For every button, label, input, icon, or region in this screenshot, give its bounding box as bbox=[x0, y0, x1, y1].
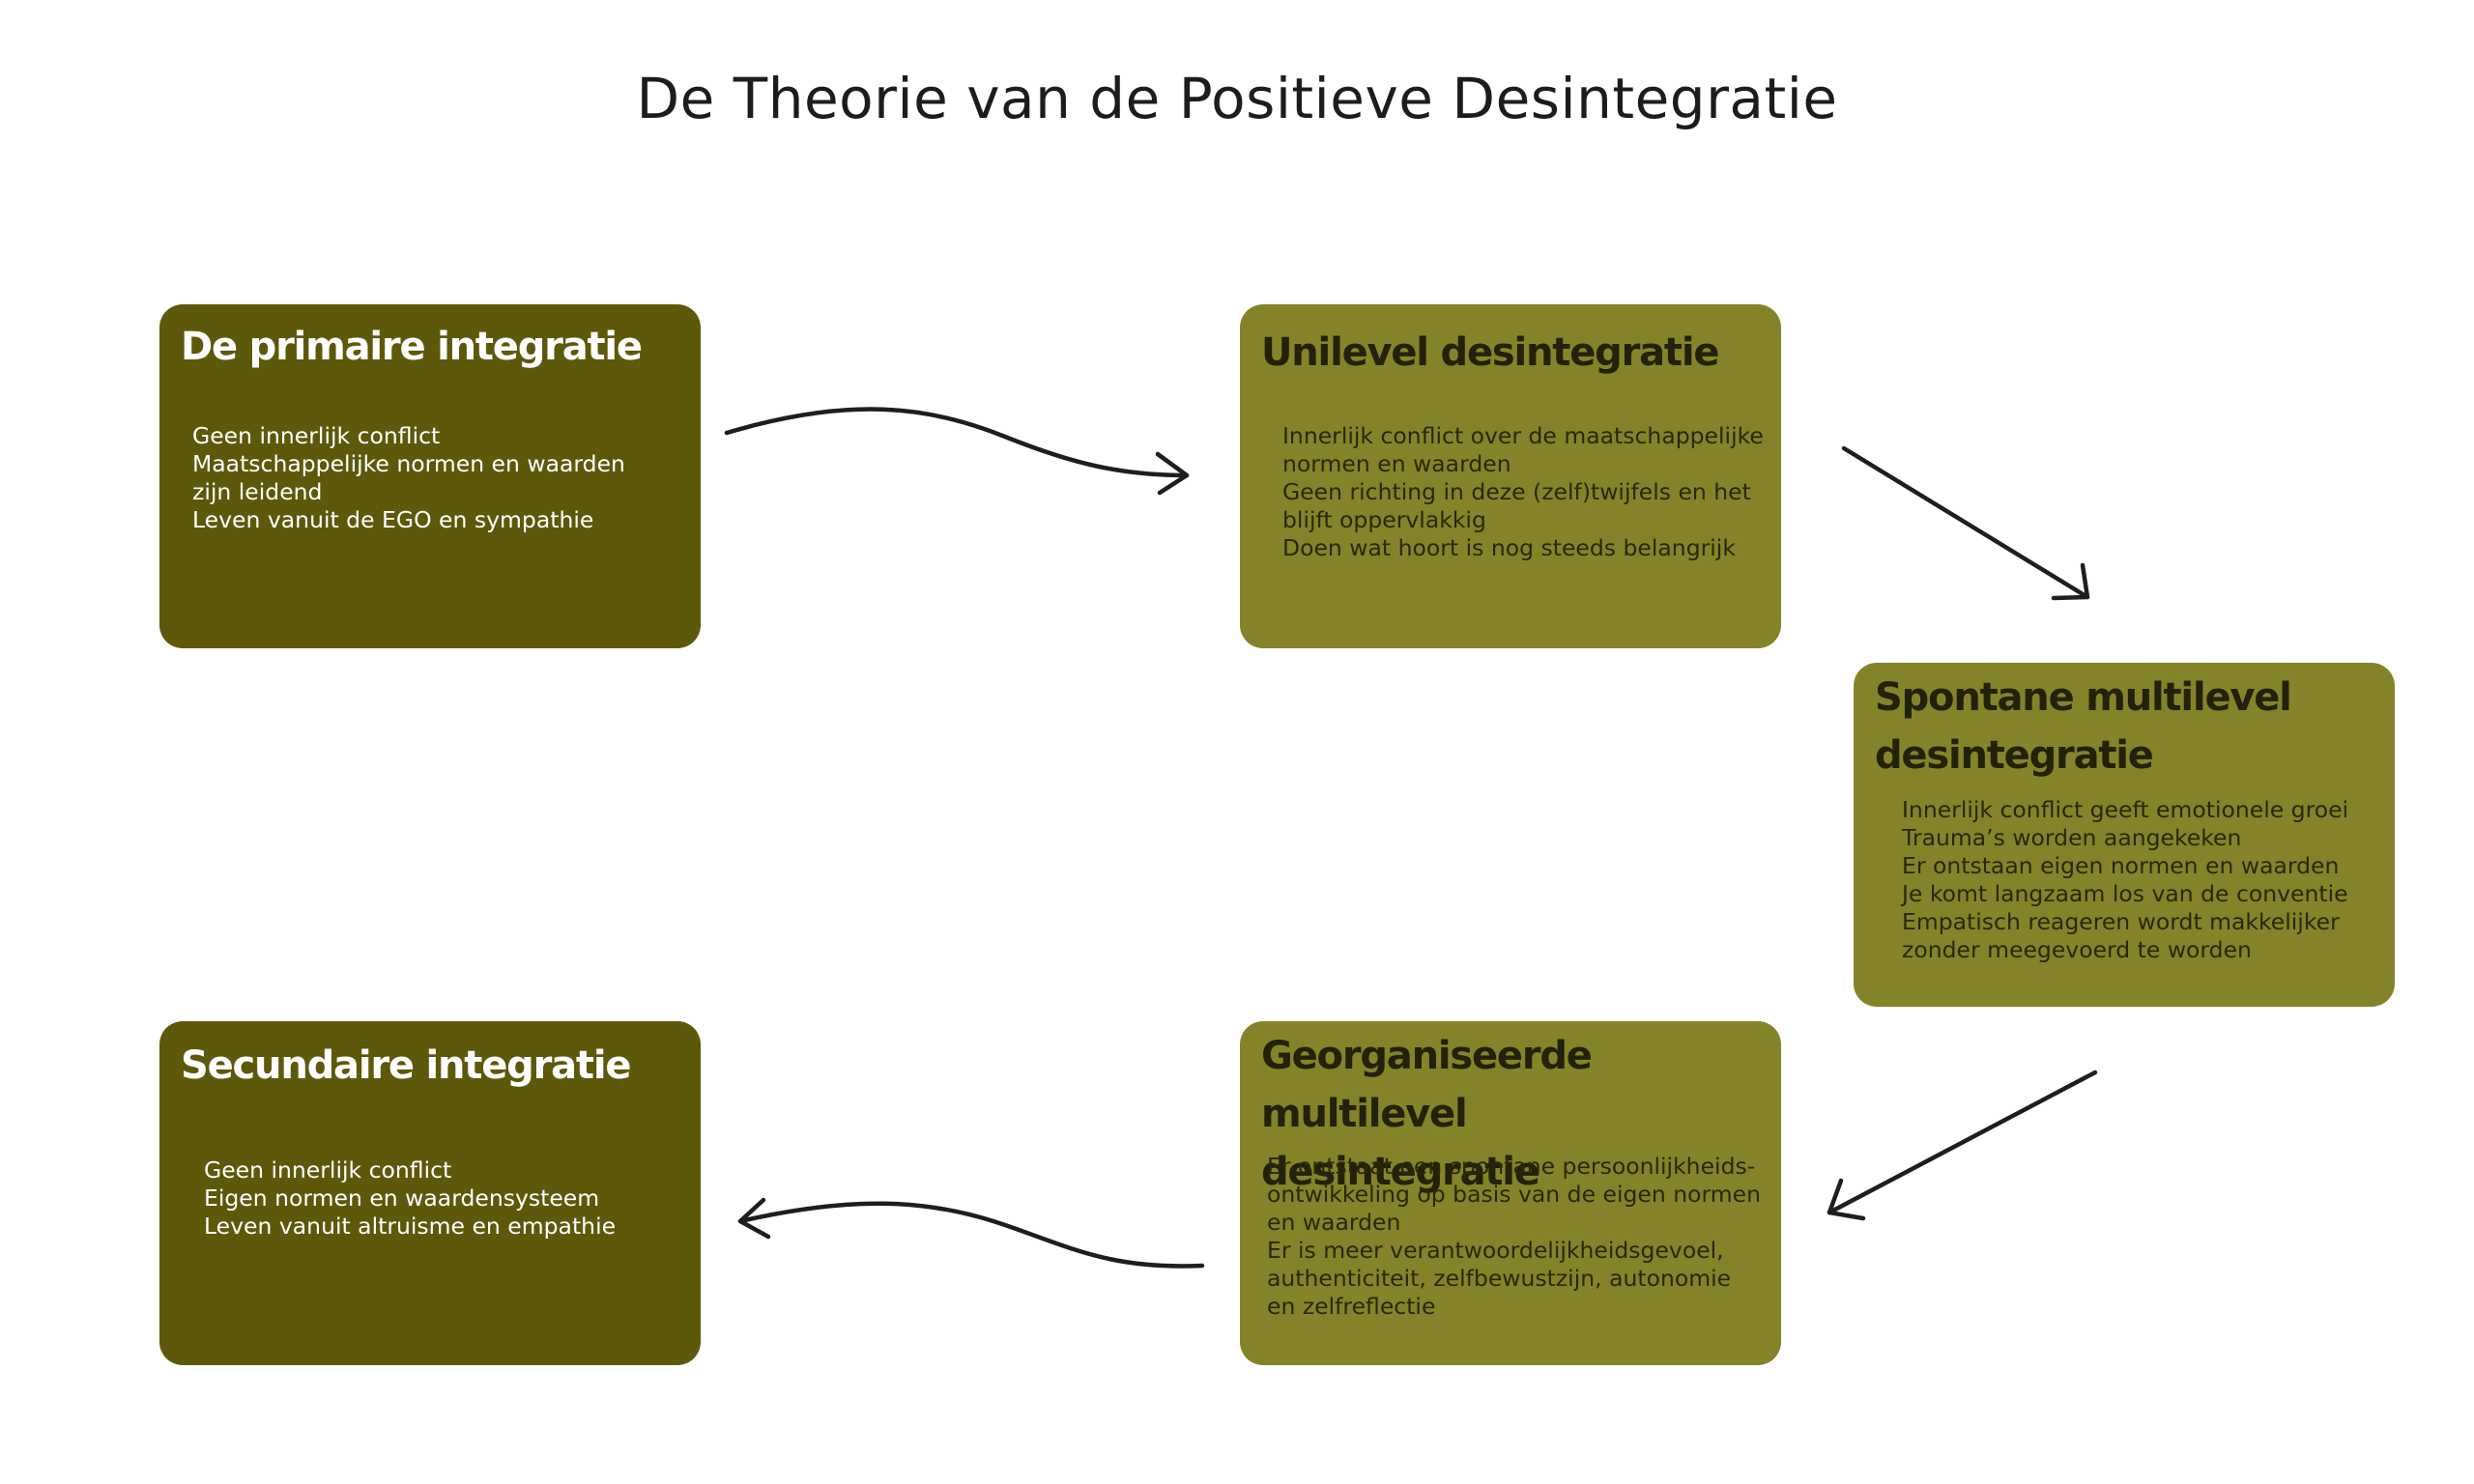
description-line: blijft oppervlakkig bbox=[1282, 506, 1486, 533]
stage-title: Spontane multilevel desintegratie bbox=[1875, 669, 2381, 785]
description-line: Er ontstaat een spontane persoonlijkheid… bbox=[1267, 1153, 1756, 1180]
stage-title: Georganiseerde multilevel desintegratie bbox=[1261, 1027, 1768, 1201]
description-line: Geen richting in deze (zelf)twijfels en … bbox=[1282, 478, 1751, 505]
description-line: en zelfreflectie bbox=[1267, 1293, 1436, 1320]
description-line: Geen innerlijk conflict bbox=[192, 422, 441, 449]
arrow-spontaneous-to-organized-icon bbox=[1827, 1070, 2098, 1221]
diagram-title: De Theorie van de Positieve Desintegrati… bbox=[636, 66, 1838, 131]
description-line: Geen innerlijk conflict bbox=[204, 1156, 452, 1184]
arrow-unilevel-to-spontaneous-icon bbox=[1841, 445, 2090, 601]
stage-box-spontaneous-multilevel-disintegration: Spontane multilevel desintegratie Innerl… bbox=[1854, 663, 2395, 1007]
stage-box-secondary-integration: Secundaire integratie Geen innerlijk con… bbox=[159, 1021, 701, 1365]
stage-title-line: Georganiseerde multilevel bbox=[1261, 1034, 1593, 1136]
description-line: Je komt langzaam los van de conventie bbox=[1902, 880, 2348, 907]
stage-title: De primaire integratie bbox=[181, 325, 643, 369]
stage-title-line: desintegratie bbox=[1875, 733, 2154, 778]
description-line: normen en waarden bbox=[1282, 450, 1511, 477]
stage-box-primary-integration: De primaire integratie Geen innerlijk co… bbox=[159, 304, 701, 648]
stage-title-line: desintegratie bbox=[1261, 1150, 1540, 1194]
description-line: en waarden bbox=[1267, 1209, 1401, 1236]
arrow-primary-to-unilevel-icon bbox=[724, 407, 1190, 496]
description-line: Leven vanuit de EGO en sympathie bbox=[192, 506, 594, 533]
stage-box-unilevel-disintegration: Unilevel desintegratie Innerlijk conflic… bbox=[1240, 304, 1781, 648]
description-line: authenticiteit, zelfbewustzijn, autonomi… bbox=[1267, 1265, 1732, 1292]
description-line: Doen wat hoort is nog steeds belangrijk bbox=[1282, 534, 1736, 561]
stage-description: Geen innerlijk conflict Maatschappelijke… bbox=[192, 422, 695, 534]
description-line: Trauma’s worden aangekeken bbox=[1902, 824, 2242, 851]
description-line: Eigen normen en waardensysteem bbox=[204, 1184, 600, 1212]
stage-title: Secundaire integratie bbox=[181, 1043, 631, 1088]
description-line: Er is meer verantwoordelijkheidsgevoel, bbox=[1267, 1237, 1724, 1264]
stage-title: Unilevel desintegratie bbox=[1261, 330, 1719, 375]
stage-description: Geen innerlijk conflict Eigen normen en … bbox=[204, 1156, 695, 1241]
stage-box-organized-multilevel-disintegration: Georganiseerde multilevel desintegratie … bbox=[1240, 1021, 1781, 1365]
stage-description: Er ontstaat een spontane persoonlijkheid… bbox=[1267, 1153, 1775, 1321]
description-line: zijn leidend bbox=[192, 478, 323, 505]
description-line: Er ontstaan eigen normen en waarden bbox=[1902, 852, 2340, 879]
description-line: Empatisch reageren wordt makkelijker bbox=[1902, 908, 2340, 935]
stage-title-line: Spontane multilevel bbox=[1875, 675, 2292, 720]
description-line: Maatschappelijke normen en waarden bbox=[192, 450, 625, 477]
description-line: ontwikkeling op basis van de eigen norme… bbox=[1267, 1181, 1761, 1208]
arrow-organized-to-secondary-icon bbox=[737, 1197, 1205, 1269]
description-line: Innerlijk conflict over de maatschappeli… bbox=[1282, 422, 1764, 449]
description-line: Leven vanuit altruisme en empathie bbox=[204, 1213, 617, 1240]
description-line: zonder meegevoerd te worden bbox=[1902, 936, 2252, 963]
stage-description: Innerlijk conflict geeft emotionele groe… bbox=[1902, 796, 2389, 964]
stage-description: Innerlijk conflict over de maatschappeli… bbox=[1282, 422, 1775, 562]
description-line: Innerlijk conflict geeft emotionele groe… bbox=[1902, 796, 2349, 823]
